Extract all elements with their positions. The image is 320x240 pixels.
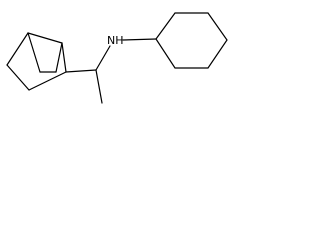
bond <box>95 45 111 71</box>
ethyl-linker <box>65 45 111 104</box>
bond <box>28 71 67 91</box>
bond <box>61 42 67 73</box>
cyclohexane-hexagon <box>155 12 228 69</box>
bond <box>65 69 97 73</box>
norbornane-ring <box>6 32 67 91</box>
bond <box>122 38 157 41</box>
bond <box>6 64 30 91</box>
molecule-structure-diagram: NH <box>6 12 228 104</box>
bond <box>27 32 63 44</box>
bond <box>95 69 103 104</box>
cyclohexane-ring <box>155 12 228 69</box>
atom-label-nh: NH <box>107 34 124 47</box>
bond <box>27 32 41 73</box>
bond <box>55 42 63 73</box>
bond <box>6 32 29 66</box>
